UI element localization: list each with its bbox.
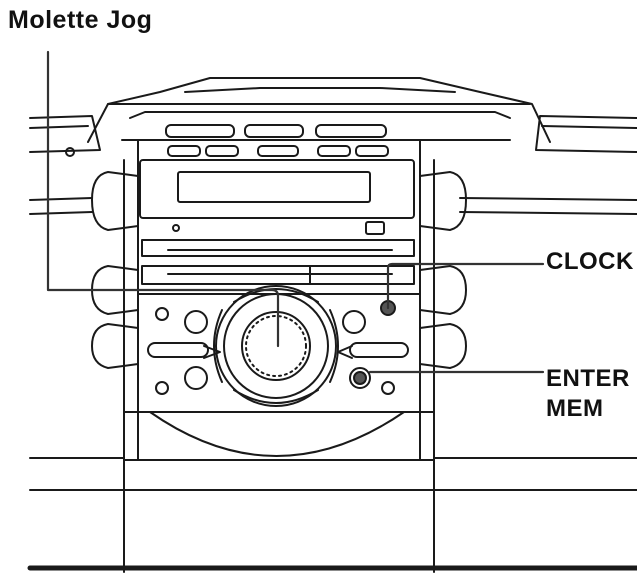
callout-lines — [46, 50, 545, 374]
left-indicator — [65, 147, 75, 157]
top-lid — [87, 77, 551, 143]
leader-clock — [386, 262, 545, 310]
disc-slots — [141, 221, 415, 285]
enter-mem-button — [349, 367, 371, 389]
enter-mem-label: ENTER MEM — [546, 364, 630, 424]
leader-jog — [46, 50, 280, 348]
display-panel — [139, 159, 415, 219]
jog-dial-label: Molette Jog — [8, 6, 153, 34]
left-bumpers — [91, 171, 139, 369]
top-button-strip — [165, 124, 389, 157]
lower-cabinet — [29, 411, 637, 573]
main-body — [123, 139, 435, 461]
enter-mem-button-center — [353, 371, 367, 385]
right-bumpers — [419, 171, 467, 369]
enter-label-line2: MEM — [546, 395, 604, 422]
left-wing — [29, 115, 101, 215]
right-wing — [459, 115, 637, 215]
jog-dial — [213, 285, 339, 407]
enter-label-line1: ENTER — [546, 365, 630, 392]
clock-label: CLOCK — [546, 248, 634, 275]
